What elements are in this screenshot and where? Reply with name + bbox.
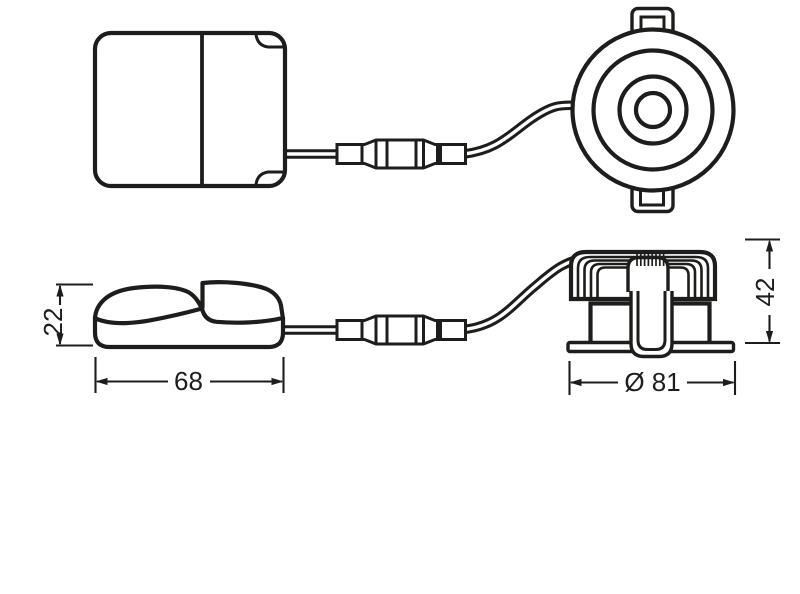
driver-length-label: 68 <box>174 366 203 396</box>
spotlight-side-view <box>566 249 736 359</box>
cable-and-connector-side <box>281 251 592 346</box>
spot-height-label: 42 <box>750 278 780 307</box>
driver-box-top-view <box>92 30 288 189</box>
cable-connector <box>335 138 467 170</box>
dimension-driver-length: 68 <box>94 357 285 396</box>
spring-clip <box>629 291 674 359</box>
dimension-spot-diameter: Ø 81 <box>568 361 737 397</box>
driver-corner-notch-bottom <box>254 170 284 185</box>
spot-diameter-label: Ø 81 <box>624 367 680 397</box>
cable-and-connector-top <box>281 100 579 170</box>
cable-connector <box>335 314 467 346</box>
dimension-spot-height: 42 <box>745 238 780 345</box>
driver-height-label: 22 <box>38 308 68 337</box>
spotlight-top-view <box>570 6 736 214</box>
driver-lid <box>92 280 285 326</box>
driver-corner-notch-top <box>254 34 284 49</box>
heatsink-comb <box>636 254 665 266</box>
driver-box-side-view <box>92 280 286 350</box>
led-lens <box>633 90 673 130</box>
dimension-driver-height: 22 <box>38 283 93 347</box>
